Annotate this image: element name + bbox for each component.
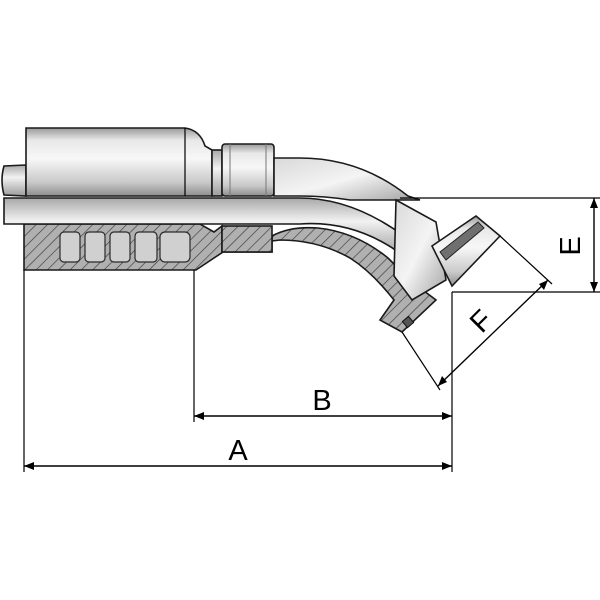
flange-bolt-hole xyxy=(401,315,415,329)
bent-tube-exterior xyxy=(273,157,421,201)
dimension-b: B xyxy=(193,270,452,422)
fitting-section-view xyxy=(23,223,438,333)
flange-head xyxy=(393,198,502,329)
dimension-label-a: A xyxy=(228,435,248,467)
dimension-label-f: F xyxy=(464,304,499,339)
flange-seal-groove xyxy=(439,221,485,261)
dimension-e: E xyxy=(400,197,600,293)
collar xyxy=(211,149,223,197)
flange-neck xyxy=(393,198,447,302)
shell-exterior xyxy=(25,127,213,197)
fitting-exterior-view xyxy=(1,127,421,201)
dimension-label-b: B xyxy=(312,385,331,417)
hose-stub xyxy=(1,164,27,197)
dimension-a: A xyxy=(23,270,453,472)
nut-section xyxy=(221,225,273,253)
dimension-label-e: E xyxy=(555,236,587,255)
insert-serrations xyxy=(59,231,191,263)
